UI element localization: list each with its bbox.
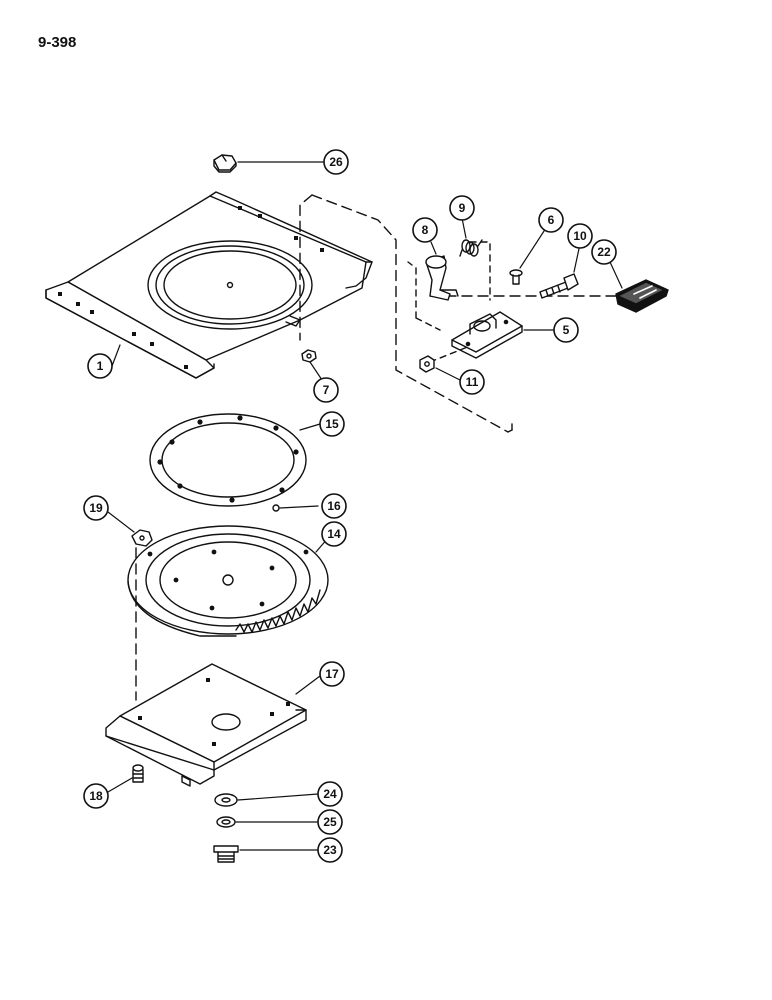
callout-26: 26 (323, 149, 349, 175)
callout-label: 9 (459, 201, 466, 215)
callout-label: 17 (325, 667, 339, 681)
page-number: 9-398 (38, 34, 77, 51)
callout-16: 16 (321, 493, 347, 519)
callout-24: 24 (317, 781, 343, 807)
callout-8: 8 (412, 217, 438, 243)
callout-label: 8 (422, 223, 429, 237)
mounting-plate-part (45, 191, 373, 379)
callout-17: 17 (319, 661, 345, 687)
callout-14: 14 (321, 521, 347, 547)
callout-10: 10 (567, 223, 593, 249)
callout-23: 23 (317, 837, 343, 863)
callout-15: 15 (319, 411, 345, 437)
callout-circle (553, 317, 579, 343)
callout-circle (319, 661, 345, 687)
callout-circle (317, 781, 343, 807)
nut-7-part (301, 349, 317, 363)
nut-19-part (131, 529, 153, 547)
bracket-5-part (451, 311, 523, 359)
callout-25: 25 (317, 809, 343, 835)
latch-8-part (425, 255, 459, 301)
callout-9: 9 (449, 195, 475, 221)
callout-label: 6 (548, 213, 555, 227)
callout-label: 24 (323, 787, 337, 801)
callout-circle (87, 353, 113, 379)
callout-label: 18 (89, 789, 103, 803)
ring-15-part (149, 413, 307, 507)
callout-circle (313, 377, 339, 403)
callout-circle (412, 217, 438, 243)
callout-circle (538, 207, 564, 233)
callout-label: 16 (327, 499, 341, 513)
ball-16-part (272, 504, 280, 512)
gear-plate-14-part (127, 525, 329, 637)
callout-circle (567, 223, 593, 249)
knob-22-part (615, 279, 669, 313)
callout-circle (591, 239, 617, 265)
callout-circle (317, 837, 343, 863)
callout-label: 5 (563, 323, 570, 337)
callout-1: 1 (87, 353, 113, 379)
nut-11-part (419, 355, 435, 373)
callout-circle (317, 809, 343, 835)
callout-label: 25 (323, 815, 337, 829)
callout-circle (83, 495, 109, 521)
callout-circle (319, 411, 345, 437)
callout-label: 1 (97, 359, 104, 373)
bolt-10-part (539, 273, 579, 299)
callout-18: 18 (83, 783, 109, 809)
callout-11: 11 (459, 369, 485, 395)
callout-circle (321, 521, 347, 547)
callout-6: 6 (538, 207, 564, 233)
callout-label: 26 (329, 155, 343, 169)
lock-washer-25-part (216, 816, 236, 828)
callout-label: 10 (573, 229, 587, 243)
callout-5: 5 (553, 317, 579, 343)
callout-circle (449, 195, 475, 221)
callout-label: 22 (597, 245, 611, 259)
nut-26-part (213, 154, 237, 173)
base-plate-17-part (105, 663, 307, 787)
callout-7: 7 (313, 377, 339, 403)
screw-6-part (509, 269, 523, 285)
callout-label: 7 (323, 383, 330, 397)
callout-label: 15 (325, 417, 339, 431)
callout-circle (459, 369, 485, 395)
washer-24-part (214, 793, 238, 807)
callout-circle (83, 783, 109, 809)
callout-circle (321, 493, 347, 519)
spring-9-part (459, 239, 483, 257)
callout-label: 19 (89, 501, 103, 515)
callout-circle (323, 149, 349, 175)
callout-22: 22 (591, 239, 617, 265)
callout-label: 23 (323, 843, 337, 857)
bolt-23-part (213, 845, 239, 863)
bolt-18-part (132, 764, 144, 783)
callout-19: 19 (83, 495, 109, 521)
callout-label: 11 (466, 375, 479, 389)
callout-label: 14 (327, 527, 341, 541)
